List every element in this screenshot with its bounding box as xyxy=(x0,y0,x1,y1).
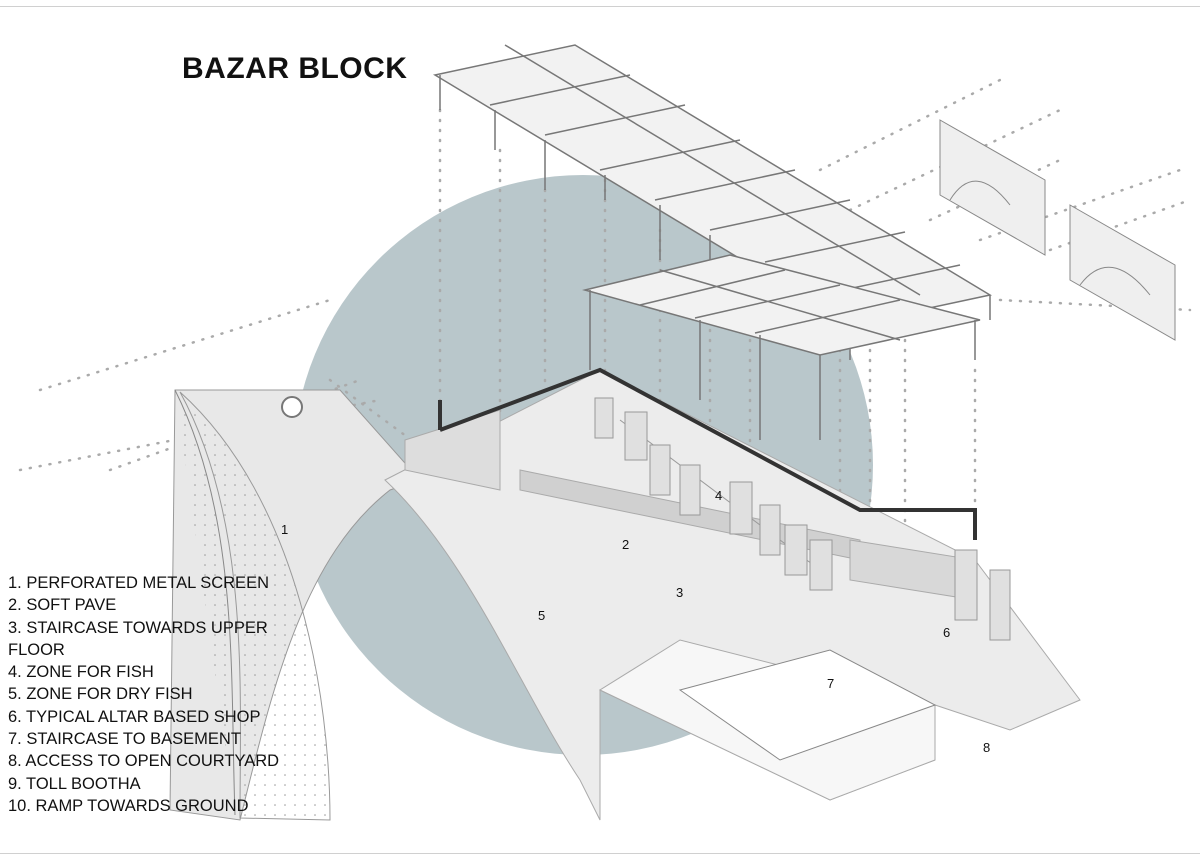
page-title: BAZAR BLOCK xyxy=(182,52,408,85)
marker-6: 6 xyxy=(943,625,951,640)
legend-item: 9. TOLL BOOTHA xyxy=(8,774,141,793)
lower-frame xyxy=(582,254,981,440)
bottom-border xyxy=(0,853,1200,854)
legend-item: 3. STAIRCASE TOWARDS UPPER FLOOR xyxy=(8,618,268,659)
marker-8: 8 xyxy=(983,740,991,755)
legend-item: 4. ZONE FOR FISH xyxy=(8,663,154,682)
top-border xyxy=(0,6,1200,7)
marker-1: 1 xyxy=(281,522,289,537)
legend-item: 1. PERFORATED METAL SCREEN xyxy=(8,574,269,592)
marker-7: 7 xyxy=(827,676,835,691)
legend-item: 2. SOFT PAVE xyxy=(8,596,117,615)
legend-item: 6. TYPICAL ALTAR BASED SHOP xyxy=(8,707,261,726)
legend-item: 10. RAMP TOWARDS GROUND xyxy=(8,796,249,815)
ground-floor-model xyxy=(384,367,1081,821)
marker-5: 5 xyxy=(538,608,546,623)
marker-2: 2 xyxy=(622,537,630,552)
legend-item: 5. ZONE FOR DRY FISH xyxy=(8,685,193,704)
marker-3: 3 xyxy=(676,585,684,600)
perforated-screen xyxy=(169,389,421,821)
wall-elevations xyxy=(939,119,1176,341)
upper-frame xyxy=(432,44,993,360)
marker-4: 4 xyxy=(715,488,723,503)
legend-item: 8. ACCESS TO OPEN COURTYARD xyxy=(8,752,280,771)
legend: 1. PERFORATED METAL SCREEN 2. SOFT PAVE … xyxy=(8,572,279,817)
legend-item: 7. STAIRCASE TO BASEMENT xyxy=(8,730,241,749)
